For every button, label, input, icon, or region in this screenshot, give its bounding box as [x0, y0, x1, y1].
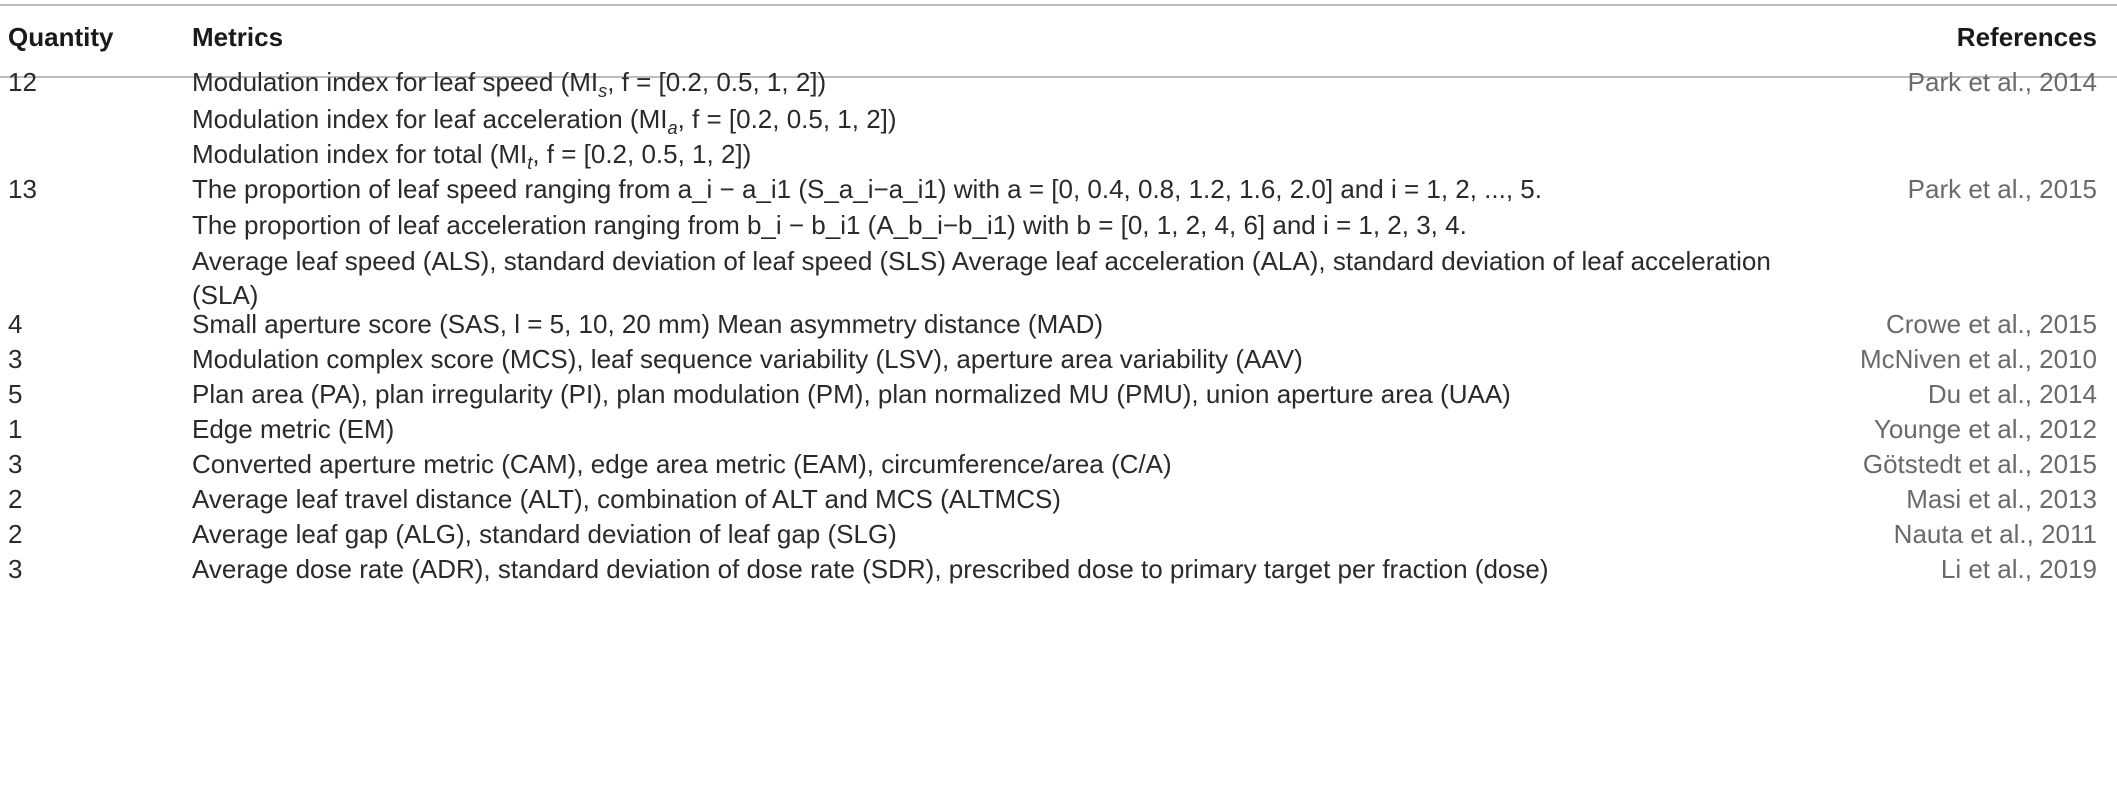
- row-quantity: 2: [8, 484, 23, 514]
- metric-line: The proportion of leaf acceleration rang…: [192, 210, 1467, 240]
- metric-line: Small aperture score (SAS, l = 5, 10, 20…: [192, 309, 1104, 339]
- header-references: References: [1956, 22, 2097, 52]
- row-reference: Nauta et al., 2011: [1893, 519, 2097, 549]
- row-reference: Park et al., 2014: [1907, 67, 2097, 97]
- row-quantity: 5: [8, 379, 23, 409]
- row-quantity: 13: [8, 174, 37, 204]
- row-reference: Park et al., 2015: [1907, 174, 2097, 204]
- row-reference: Younge et al., 2012: [1873, 414, 2097, 444]
- table-top-rule: [0, 4, 2117, 6]
- row-quantity: 1: [8, 414, 23, 444]
- row-quantity: 12: [8, 67, 37, 97]
- row-quantity: 4: [8, 309, 23, 339]
- row-quantity: 3: [8, 449, 23, 479]
- metric-line: Average leaf gap (ALG), standard deviati…: [192, 519, 897, 549]
- metric-line: Modulation complex score (MCS), leaf seq…: [192, 344, 1303, 374]
- metric-line: Modulation index for total (MIt, f = [0.…: [192, 139, 752, 174]
- header-quantity: Quantity: [8, 22, 114, 52]
- row-quantity: 3: [8, 344, 23, 374]
- metric-line: Edge metric (EM): [192, 414, 395, 444]
- row-reference: Crowe et al., 2015: [1885, 309, 2097, 339]
- metric-line: Modulation index for leaf acceleration (…: [192, 104, 897, 139]
- metric-line: Plan area (PA), plan irregularity (PI), …: [192, 379, 1511, 409]
- header-metrics: Metrics: [192, 22, 284, 52]
- row-reference: Li et al., 2019: [1940, 554, 2097, 584]
- metric-line: The proportion of leaf speed ranging fro…: [192, 174, 1542, 204]
- metric-line: Average leaf travel distance (ALT), comb…: [192, 484, 1061, 514]
- row-reference: Du et al., 2014: [1927, 379, 2097, 409]
- row-reference: Masi et al., 2013: [1906, 484, 2097, 514]
- header-rule: [0, 76, 2117, 78]
- metric-line: Average dose rate (ADR), standard deviat…: [192, 554, 1549, 584]
- metric-line: Converted aperture metric (CAM), edge ar…: [192, 449, 1172, 479]
- metric-line: Average leaf speed (ALS), standard devia…: [192, 246, 1771, 310]
- row-quantity: 2: [8, 519, 23, 549]
- row-quantity: 3: [8, 554, 23, 584]
- metric-line: Modulation index for leaf speed (MIs, f …: [192, 67, 827, 102]
- row-reference: McNiven et al., 2010: [1859, 344, 2097, 374]
- row-reference: Götstedt et al., 2015: [1862, 449, 2097, 479]
